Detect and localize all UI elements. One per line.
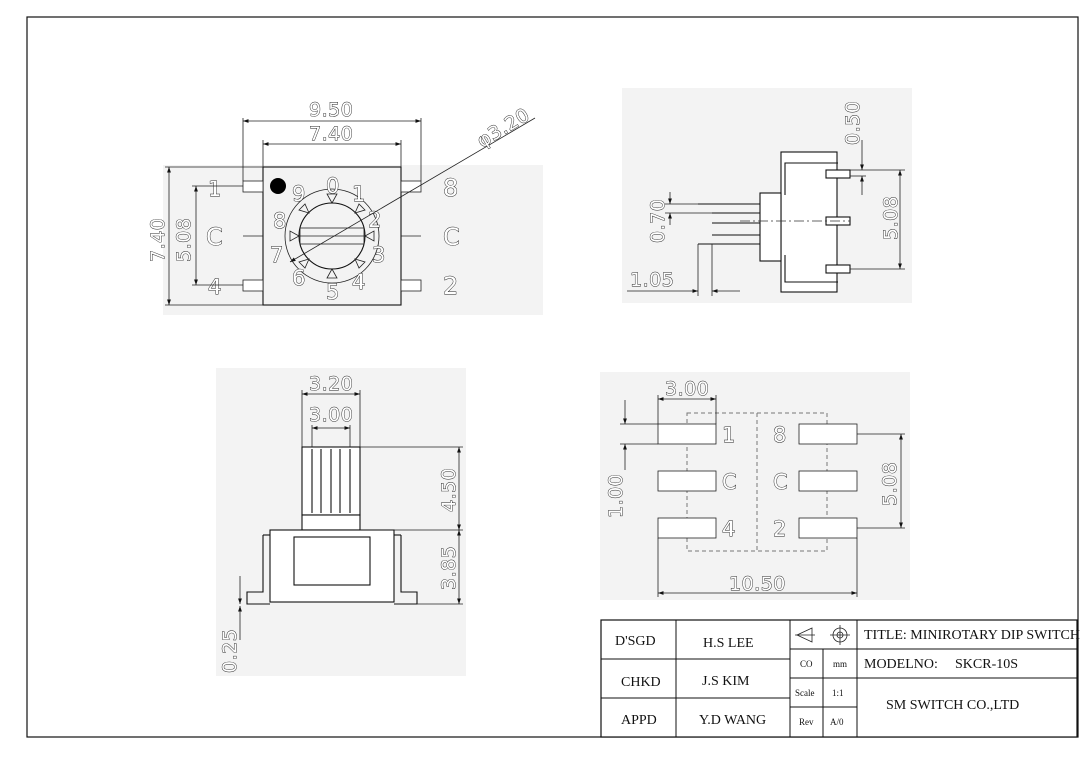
pcb-right-pin-c: C [773, 470, 788, 494]
dim-top-width-outer: 9.50 [309, 99, 353, 121]
dim-shaft-inner: 3.00 [309, 404, 353, 426]
scale-label: Scale [795, 688, 815, 698]
dial-digit-8: 8 [273, 209, 286, 233]
dim-top-pin-pitch: 5.08 [173, 218, 195, 262]
top-right-pin-8: 8 [443, 174, 458, 202]
dim-side-pin-pitch: 5.08 [880, 196, 902, 240]
dial-digit-1: 1 [352, 182, 365, 206]
dial-digit-7: 7 [270, 243, 283, 267]
approved-by: Y.D WANG [699, 713, 766, 728]
dim-total-width: 10.50 [729, 573, 786, 595]
dim-side-pin-length: 1.05 [630, 269, 674, 291]
projection-cone-icon [795, 627, 815, 643]
top-left-pin-4: 4 [208, 275, 221, 299]
dim-top-width-inner: 7.40 [309, 123, 353, 145]
unit-label: CO [800, 659, 813, 669]
drawing-title: TITLE: MINIROTARY DIP SWITCH [864, 628, 1080, 643]
dial-digit-3: 3 [372, 243, 385, 267]
pcb-left-pin-1: 1 [722, 423, 735, 447]
dim-pad-length: 3.00 [665, 378, 709, 400]
pcb-left-pin-4: 4 [722, 517, 735, 541]
designed-by: H.S LEE [703, 636, 754, 651]
pcb-right-pin-8: 8 [773, 423, 786, 447]
dim-side-pin-thickness: 0.70 [647, 199, 669, 243]
top-left-pin-1: 1 [208, 177, 221, 201]
front-view: 3.20 3.00 4.50 3.85 0.25 [216, 368, 466, 676]
model-label: MODELNO: [864, 657, 938, 672]
checked-label: CHKD [621, 675, 661, 690]
rev-label: Rev [799, 717, 814, 727]
pcb-left-pin-c: C [722, 470, 737, 494]
scale-value: 1:1 [832, 688, 844, 698]
side-view: 0.50 0.70 5.08 1.05 [622, 88, 912, 303]
title-block: D'SGD H.S LEE CHKD J.S KIM APPD Y.D WANG… [600, 619, 1080, 738]
dim-side-top-offset: 0.50 [842, 101, 864, 145]
dim-top-height: 7.40 [147, 218, 169, 262]
dial-digit-4: 4 [352, 270, 365, 294]
pcb-layout: 1 C 4 8 C 2 3.00 1.00 5.08 10.50 [600, 372, 910, 600]
dim-knob-diameter: φ3.20 [473, 104, 533, 152]
dim-shaft-outer: 3.20 [309, 373, 353, 395]
pin1-dot [270, 178, 286, 194]
approved-label: APPD [621, 713, 657, 728]
dim-shaft-height: 4.50 [438, 468, 460, 512]
designed-label: D'SGD [615, 634, 656, 649]
dial-digit-2: 2 [368, 208, 381, 232]
dial-digit-5: 5 [326, 280, 339, 304]
rev-value: A/0 [830, 717, 844, 727]
dial-digit-6: 6 [292, 266, 305, 290]
pcb-right-pin-2: 2 [773, 517, 786, 541]
dim-body-height: 3.85 [438, 546, 460, 590]
projection-circle-icon [830, 625, 850, 645]
dim-pad-width: 1.00 [605, 474, 627, 518]
dial-digit-0: 0 [326, 174, 339, 198]
dial-digit-9: 9 [292, 182, 305, 206]
drawing-border [26, 16, 1079, 738]
dim-standoff: 0.25 [219, 629, 241, 673]
top-left-pin-c: C [206, 223, 223, 251]
top-right-pin-c: C [443, 223, 460, 251]
checked-by: J.S KIM [702, 674, 750, 689]
company-name: SM SWITCH CO.,LTD [886, 698, 1019, 713]
dial-ring [284, 188, 380, 284]
unit-value: mm [833, 659, 847, 669]
top-view: 0 1 2 3 4 5 6 7 8 9 1 C 4 8 C 2 9.50 7.4… [147, 99, 543, 315]
top-right-pin-2: 2 [443, 272, 458, 300]
model-value: SKCR-10S [955, 657, 1018, 672]
dim-row-pitch: 5.08 [879, 462, 901, 506]
